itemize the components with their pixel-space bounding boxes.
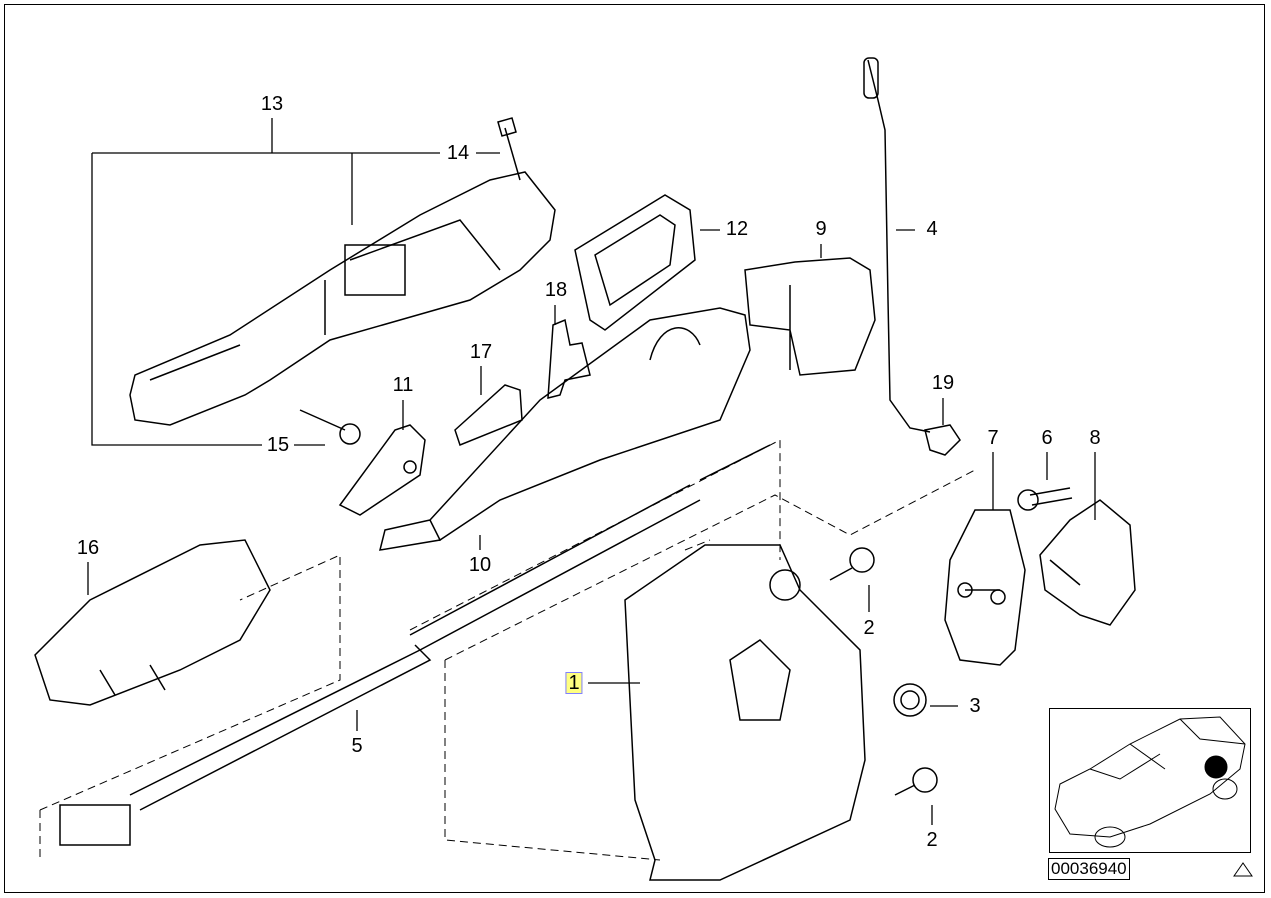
callout-6[interactable]: 6 <box>1041 427 1053 449</box>
part-4-rod <box>863 57 931 433</box>
callout-14[interactable]: 14 <box>446 142 470 164</box>
callout-13[interactable]: 13 <box>260 93 284 115</box>
part-17-seal <box>454 384 523 446</box>
part-2-screws <box>829 547 938 796</box>
part-11-gasket <box>338 424 426 516</box>
callout-19[interactable]: 19 <box>931 372 955 394</box>
car-locator-inset <box>1049 708 1251 853</box>
callout-16[interactable]: 16 <box>76 537 100 559</box>
leader-lines <box>87 118 1096 825</box>
callout-15[interactable]: 15 <box>266 434 290 456</box>
part-13-handle-carrier <box>129 171 556 426</box>
callout-2-lower[interactable]: 2 <box>926 829 938 851</box>
part-14-screw <box>497 117 521 181</box>
callout-2-upper[interactable]: 2 <box>863 617 875 639</box>
callout-3[interactable]: 3 <box>969 695 981 717</box>
callout-9[interactable]: 9 <box>815 218 827 240</box>
callout-17[interactable]: 17 <box>469 341 493 363</box>
callout-8[interactable]: 8 <box>1089 427 1101 449</box>
part-12-gasket <box>574 194 696 331</box>
part-18-bracket <box>547 318 591 399</box>
callout-4[interactable]: 4 <box>926 218 938 240</box>
callout-7[interactable]: 7 <box>987 427 999 449</box>
callout-18[interactable]: 18 <box>544 279 568 301</box>
part-15-screw <box>299 409 361 445</box>
callout-1-highlighted[interactable]: 1 <box>565 672 583 694</box>
part-3-grommet <box>893 683 927 717</box>
part-19-clip <box>924 424 961 456</box>
part-9-cap <box>744 257 876 376</box>
part-5-cable <box>59 444 771 846</box>
part-1-lock <box>624 544 866 881</box>
car-locator-icon <box>1054 716 1246 848</box>
callout-5[interactable]: 5 <box>351 735 363 757</box>
part-16-inner-handle <box>34 539 271 706</box>
part-number: 00036940 <box>1048 858 1130 880</box>
callout-10[interactable]: 10 <box>468 554 492 576</box>
part-8-striker <box>1039 499 1136 626</box>
warning-triangle-icon[interactable] <box>1232 860 1254 878</box>
part-6-screw <box>1017 487 1073 511</box>
callout-11[interactable]: 11 <box>392 374 414 396</box>
part-7-plate <box>944 509 1026 666</box>
callout-12[interactable]: 12 <box>725 218 749 240</box>
dashed-lines <box>39 439 976 861</box>
diagram-frame <box>4 4 1265 893</box>
part-10-outer-handle <box>378 307 751 551</box>
